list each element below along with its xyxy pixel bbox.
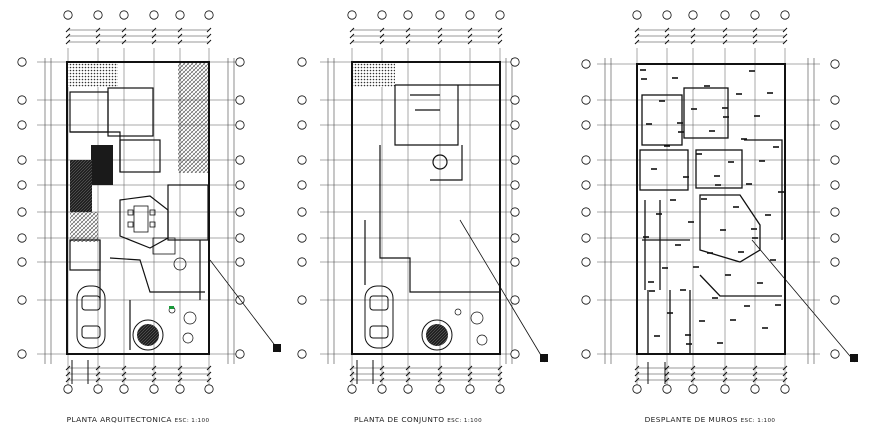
section-cut [209, 259, 281, 353]
section-cut [751, 239, 856, 363]
stair-steps [70, 212, 98, 242]
entry-stairs [71, 360, 89, 384]
tree [421, 319, 453, 351]
shrubs [454, 308, 488, 346]
section-cut [459, 219, 546, 363]
wall-ticks [640, 69, 784, 345]
caption-arquitectonica: PLANTA ARQUITECTONICA ESC: 1:100 [67, 415, 210, 424]
building-outline [351, 61, 501, 355]
wall-tag [169, 306, 174, 309]
plan-arquitectonica: PLANTA ARQUITECTONICA ESC: 1:100 [17, 10, 281, 424]
dining-table [127, 205, 187, 271]
stair-core [91, 145, 113, 185]
entry-stairs [647, 362, 666, 384]
roof-pattern [178, 63, 208, 173]
axis-bubbles [17, 10, 245, 394]
plan-desplante-muros: DESPLANTE DE MUROS ESC: 1:100 [581, 10, 858, 424]
caption-conjunto: PLANTA DE CONJUNTO ESC: 1:100 [354, 415, 482, 424]
dimension-lines [44, 27, 235, 383]
stair-dark [70, 160, 92, 212]
section-mark [273, 344, 281, 352]
interior-walls [69, 87, 209, 350]
car [76, 285, 106, 349]
roof-outline [364, 84, 500, 293]
section-mark [850, 354, 858, 362]
axis-bubbles [581, 10, 840, 394]
section-mark [540, 354, 548, 362]
building-outline [636, 63, 786, 355]
entry-stairs [356, 360, 374, 384]
building-outline [66, 61, 210, 355]
plan-conjunto: PLANTA DE CONJUNTO ESC: 1:100 [297, 10, 548, 424]
tree [132, 319, 164, 351]
dimension-lines [604, 27, 815, 383]
garden-hatch [353, 63, 395, 87]
caption-desplante: DESPLANTE DE MUROS ESC: 1:100 [645, 415, 776, 424]
garden-hatch [68, 63, 118, 87]
axis-bubbles [297, 10, 520, 394]
car [364, 285, 394, 349]
